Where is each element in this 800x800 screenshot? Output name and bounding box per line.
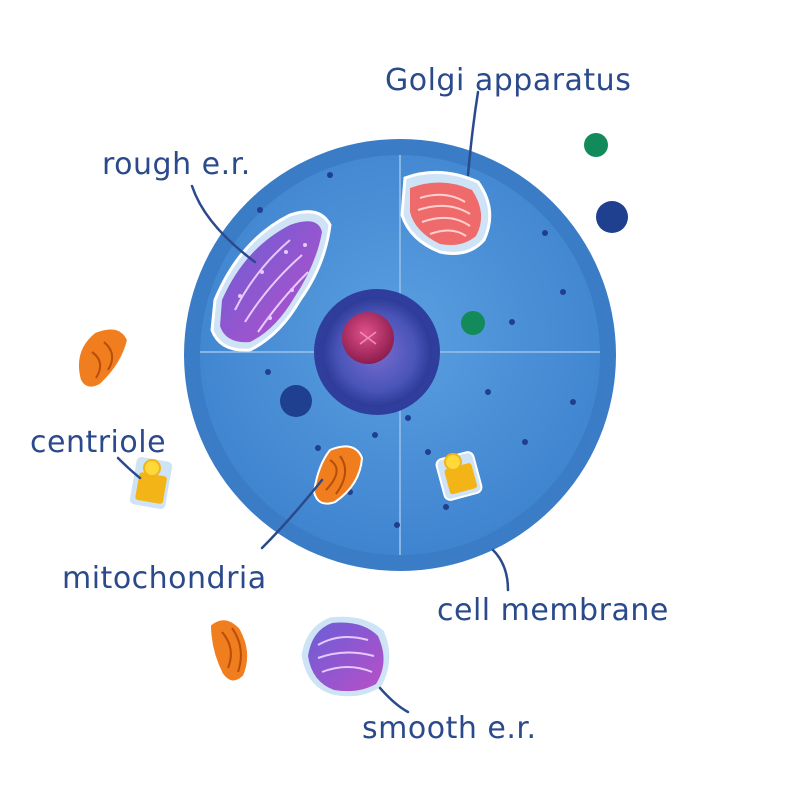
- vesicle-green: [584, 133, 608, 157]
- smooth-er-leader: [378, 686, 410, 714]
- rough-er-label: rough e.r.: [102, 147, 251, 182]
- centriole-in-cell: [435, 451, 483, 501]
- mitochondria: [76, 327, 364, 683]
- mitochondrion: [76, 327, 130, 389]
- mitochondrion: [312, 445, 364, 505]
- leader-lines: [116, 90, 510, 714]
- golgi-apparatus-label: Golgi apparatus: [385, 63, 632, 98]
- golgi-leader: [466, 90, 480, 177]
- mitochondria-label: mitochondria: [62, 561, 267, 596]
- centriole-label: centriole: [30, 425, 167, 460]
- nucleus: [314, 289, 440, 415]
- vesicles: [280, 133, 628, 417]
- smooth-er-label: smooth e.r.: [362, 711, 537, 746]
- centriole-leader: [116, 456, 142, 480]
- rough-er-leader: [190, 184, 257, 264]
- centriole-outside: [127, 455, 175, 511]
- mitochondria-leader: [260, 478, 324, 550]
- rough-er: [210, 210, 332, 352]
- vesicle-blue: [596, 201, 628, 233]
- golgi-apparatus: [400, 170, 492, 255]
- cell-membrane-leader: [491, 548, 510, 592]
- mitochondrion: [208, 618, 250, 683]
- vesicle-green: [461, 311, 485, 335]
- cell-membrane-label: cell membrane: [437, 593, 669, 628]
- smooth-er: [298, 613, 393, 700]
- vesicle-blue: [280, 385, 312, 417]
